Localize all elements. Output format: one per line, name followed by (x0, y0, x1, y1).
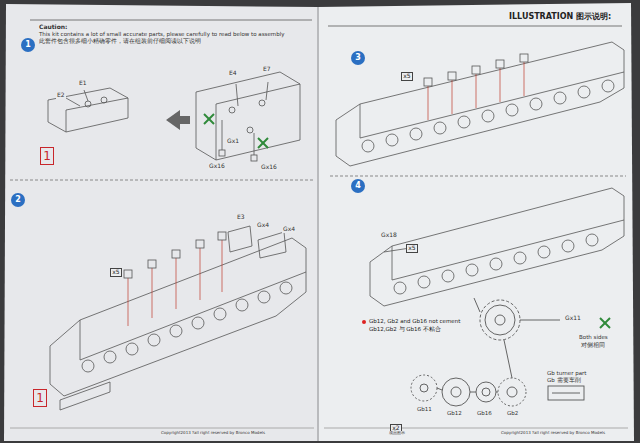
step-circle: 3 (351, 51, 365, 65)
sub-step-number: 1 (36, 392, 44, 404)
part-number: Gx4 (256, 222, 270, 229)
quantity-mark: x5 (403, 73, 410, 79)
part-number: Gx16 (260, 164, 278, 171)
part-number: Gb2 (506, 410, 519, 416)
part-number: Gx11 (564, 315, 582, 322)
part-number: E3 (236, 214, 246, 221)
part-number: Gx16 (208, 163, 226, 170)
step-circle: 2 (11, 193, 25, 207)
part-number: Gb16 (476, 410, 493, 416)
step-circle: 4 (351, 179, 365, 193)
assembly-note: Gb12,Gb2 与 Gb16 不粘合 (368, 326, 442, 332)
step-number: 1 (25, 41, 31, 49)
part-number: E4 (228, 70, 238, 77)
copyright-footer: Copyright2013 ?all right reserved by Bro… (500, 431, 606, 436)
assembly-note: Both sides (578, 334, 609, 340)
step-circle: 1 (21, 38, 35, 52)
quantity-mark: x5 (112, 269, 119, 275)
assembly-note: Gb 需要车削 (546, 377, 582, 383)
quantity-mark: x5 (408, 245, 415, 251)
part-number: E7 (262, 66, 272, 73)
sub-step-number: 1 (43, 150, 51, 162)
step-number: 4 (355, 182, 361, 190)
part-number: E2 (56, 92, 66, 99)
part-number: Gx1 (226, 138, 240, 145)
step-number: 3 (355, 54, 361, 62)
caution-note: 此套件包含很多细小精确零件，请在组装前仔细阅读以下说明 (38, 38, 202, 44)
step-number: 2 (15, 196, 21, 204)
quantity-box: x5 (401, 72, 412, 81)
sub-step-box: 1 (40, 147, 54, 165)
part-number: Gb11 (416, 406, 433, 412)
assembly-note: Gb turner part (546, 370, 587, 376)
copyright-footer: Copyright2013 ?all right reserved by Bro… (160, 431, 266, 436)
page-header: ILLUSTRATION 图示说明: (508, 12, 612, 21)
assembly-note: 对侧相同 (580, 342, 606, 348)
footer-note: 成品图示 (388, 431, 406, 436)
quantity-box: x5 (110, 268, 121, 277)
part-number: Gx4 (282, 226, 296, 233)
part-number: Gx18 (380, 232, 398, 239)
part-number: E1 (78, 80, 88, 87)
caution-note: This kit contains a lot of small accurat… (38, 31, 285, 37)
quantity-box: x5 (406, 244, 417, 253)
assembly-note: Gb12, Gb2 and Gb16 not cement (368, 318, 461, 324)
sub-step-box: 1 (33, 389, 47, 407)
part-number: Gb12 (446, 410, 463, 416)
caution-heading: Caution: (38, 24, 68, 31)
